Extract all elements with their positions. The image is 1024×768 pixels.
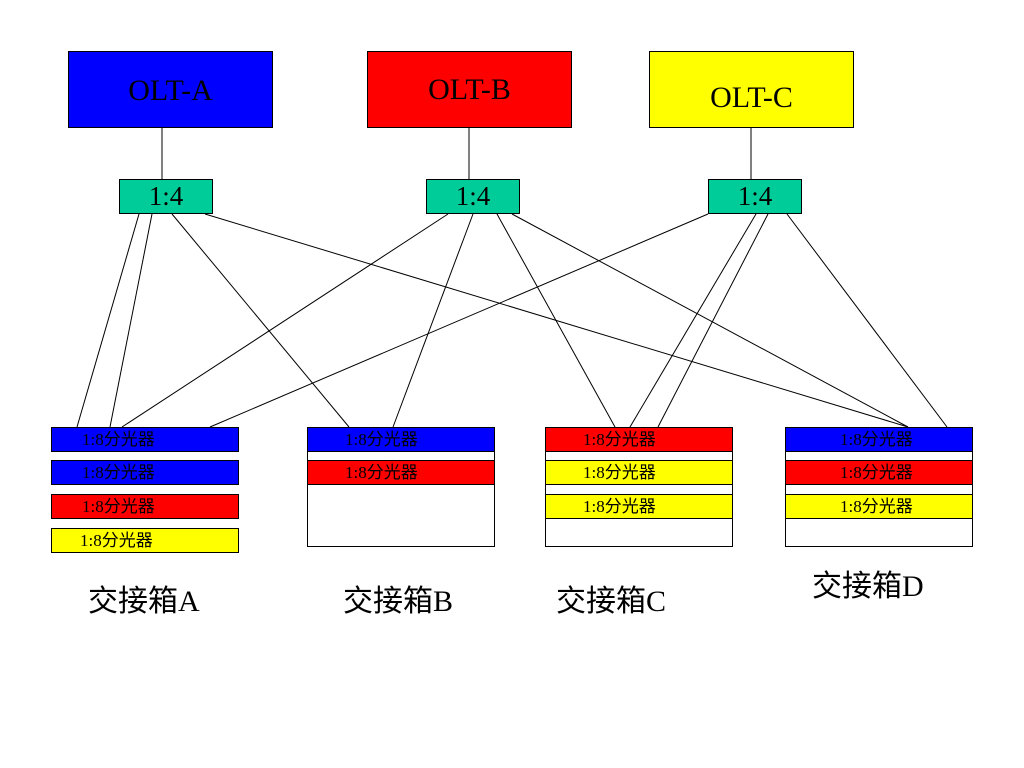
olt-a-label: OLT-A — [128, 74, 213, 107]
cabinet-d-splitter-1: 1:8分光器 — [785, 427, 973, 452]
link-b-to-cabinet-a — [121, 213, 449, 428]
link-a-to-cabinet-a-2 — [109, 213, 153, 428]
link-a-to-cabinet-a-1 — [76, 213, 140, 428]
olt-a-box: OLT-A — [68, 51, 273, 128]
splitter-1-4-c-label: 1:4 — [737, 181, 773, 211]
splitter-1-4-a: 1:4 — [119, 179, 213, 214]
cabinet-a-splitter-3: 1:8分光器 — [51, 494, 239, 519]
cabinet-b-splitter-2: 1:8分光器 — [307, 460, 495, 485]
cabinet-b-splitter-1: 1:8分光器 — [307, 427, 495, 452]
olt-c-box: OLT-C — [649, 51, 854, 128]
link-c-to-cabinet-a — [209, 213, 709, 428]
link-c-to-cabinet-c-2 — [657, 213, 769, 428]
olt-b-box: OLT-B — [367, 51, 572, 128]
cabinet-a-splitter-4: 1:8分光器 — [51, 528, 239, 553]
cabinet-c-splitter-2: 1:8分光器 — [545, 460, 733, 485]
olt-b-label: OLT-B — [428, 73, 511, 106]
cabinet-c-splitter-3: 1:8分光器 — [545, 494, 733, 519]
cabinet-c-label: 交接箱C — [556, 585, 667, 618]
cabinet-d-label: 交接箱D — [812, 570, 924, 603]
cabinet-a-splitter-2: 1:8分光器 — [51, 460, 239, 485]
cabinet-d-splitter-2: 1:8分光器 — [785, 460, 973, 485]
link-b-to-cabinet-b — [392, 213, 474, 428]
cabinet-d-splitter-3: 1:8分光器 — [785, 494, 973, 519]
cabinet-c-splitter-1: 1:8分光器 — [545, 427, 733, 452]
splitter-1-4-c: 1:4 — [708, 179, 802, 214]
splitter-1-4-a-label: 1:4 — [148, 181, 184, 211]
splitter-1-4-b-label: 1:4 — [455, 181, 491, 211]
link-c-to-cabinet-d — [786, 213, 948, 428]
link-b-to-cabinet-c — [496, 213, 616, 428]
link-a-to-cabinet-b — [171, 213, 350, 428]
link-b-to-cabinet-d — [511, 213, 909, 428]
cabinet-a-label: 交接箱A — [88, 585, 200, 618]
cabinet-b-label: 交接箱B — [343, 585, 454, 618]
olt-c-label: OLT-C — [710, 81, 793, 114]
splitter-1-4-b: 1:4 — [426, 179, 520, 214]
link-c-to-cabinet-c-1 — [629, 213, 757, 428]
cabinet-a-splitter-1: 1:8分光器 — [51, 427, 239, 452]
